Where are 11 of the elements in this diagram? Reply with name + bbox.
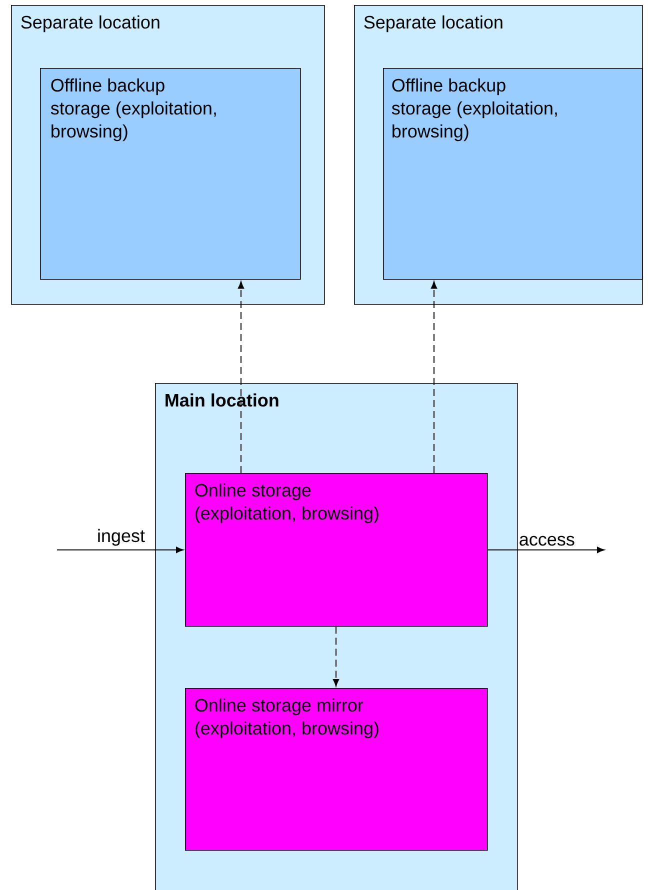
arrow	[56, 546, 184, 554]
storage-box: Offline backup storage (exploitation, browsing)	[383, 68, 643, 280]
storage-box: Offline backup storage (exploitation, browsing)	[40, 68, 301, 280]
arrow	[332, 626, 340, 687]
storage-box: Online storage (exploitation, browsing)	[185, 473, 488, 627]
edge-label: access	[520, 536, 574, 546]
storage-box: Online storage mirror (exploitation, browsing)	[185, 688, 488, 851]
arrow	[238, 281, 244, 474]
arrow	[430, 281, 438, 474]
edge-label: ingest	[98, 528, 145, 546]
arrow	[487, 546, 605, 554]
